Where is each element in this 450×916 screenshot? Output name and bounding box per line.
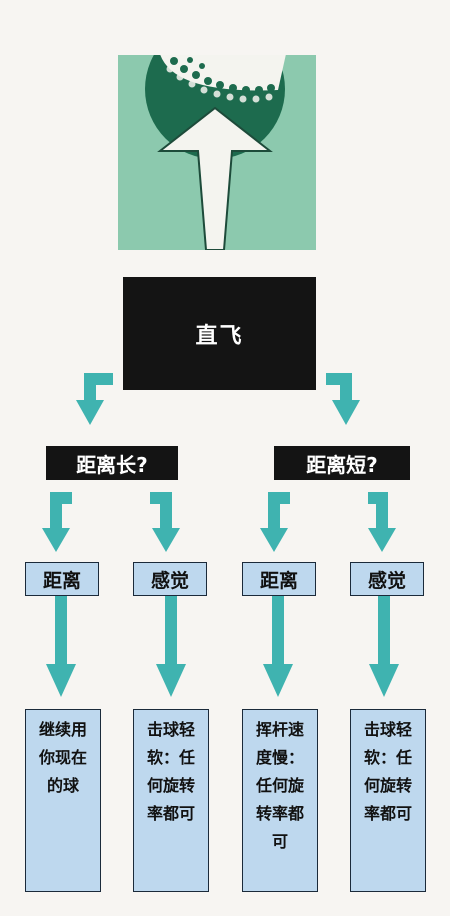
option-feel-left: 感觉 xyxy=(133,562,207,596)
arrow-option-2-to-advice xyxy=(156,596,186,697)
golf-ball-arrow-illustration xyxy=(118,55,316,250)
option-label: 感觉 xyxy=(150,569,189,592)
question-short-distance: 距离短? xyxy=(274,446,410,480)
arrow-left-q-to-distance xyxy=(42,492,72,552)
arrow-left-q-to-feel xyxy=(150,492,180,552)
arrow-root-to-left xyxy=(76,373,113,425)
option-distance-left: 距离 xyxy=(25,562,99,596)
root-label: 直飞 xyxy=(195,323,244,349)
advice-keep-current-ball: 继续用你现在的球 xyxy=(25,709,101,892)
option-label: 距离 xyxy=(259,569,298,592)
advice-text: 击球轻软：任何旋转率都可 xyxy=(146,720,195,823)
advice-text: 挥杆速度慢：任何旋转率都可 xyxy=(255,720,304,851)
root-node-straight-flight: 直飞 xyxy=(123,277,316,390)
arrow-root-to-right xyxy=(326,373,360,425)
option-label: 距离 xyxy=(42,569,81,592)
question-label: 距离短? xyxy=(306,452,378,477)
option-label: 感觉 xyxy=(367,569,406,592)
arrow-right-q-to-feel xyxy=(368,492,396,552)
advice-text: 继续用你现在的球 xyxy=(38,720,87,795)
advice-soft-hit-left: 击球轻软：任何旋转率都可 xyxy=(133,709,209,892)
advice-soft-hit-right: 击球轻软：任何旋转率都可 xyxy=(350,709,426,892)
question-long-distance: 距离长? xyxy=(46,446,178,480)
advice-text: 击球轻软：任何旋转率都可 xyxy=(363,720,412,823)
arrow-option-1-to-advice xyxy=(46,596,76,697)
question-label: 距离长? xyxy=(76,452,148,477)
arrow-option-3-to-advice xyxy=(263,596,293,697)
arrow-option-4-to-advice xyxy=(369,596,399,697)
advice-slow-swing: 挥杆速度慢：任何旋转率都可 xyxy=(242,709,318,892)
arrow-right-q-to-distance xyxy=(260,492,290,552)
option-feel-right: 感觉 xyxy=(350,562,424,596)
golf-ball-up-arrow-icon xyxy=(118,55,316,250)
option-distance-right: 距离 xyxy=(242,562,316,596)
